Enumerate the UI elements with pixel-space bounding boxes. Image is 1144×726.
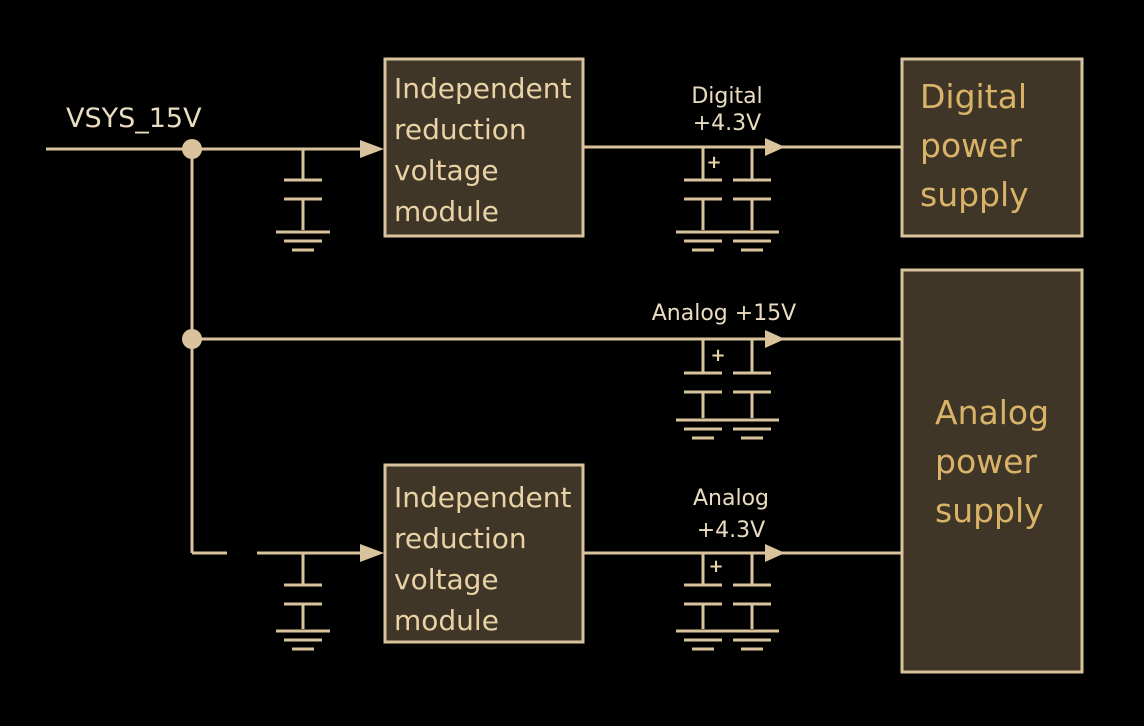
- arrow-digital-rail: [765, 138, 785, 156]
- top-regulator-line-1: Independent: [394, 72, 571, 105]
- digital-supply-line-3: supply: [920, 175, 1029, 214]
- bottom-regulator-box: [383, 463, 585, 644]
- analog-supply-box: [900, 268, 1084, 674]
- top-regulator-line-2: reduction: [394, 113, 527, 146]
- analog43-rail-label-2: +4.3V: [697, 518, 765, 543]
- analog15-rail-capacitors: [676, 339, 779, 440]
- analog-supply-line-1: Analog: [935, 393, 1049, 432]
- input-capacitor-top: [276, 149, 330, 252]
- arrow-to-top-regulator: [360, 140, 384, 158]
- digital-rail-label-1: Digital: [691, 84, 762, 109]
- bottom-regulator-line-1: Independent: [394, 481, 571, 514]
- bottom-regulator-line-2: reduction: [394, 522, 527, 555]
- arrow-analog43-rail: [765, 544, 785, 562]
- analog43-rail-capacitors: [676, 553, 779, 651]
- digital-supply-box: [900, 57, 1084, 238]
- analog-supply-line-3: supply: [935, 491, 1044, 530]
- digital-rail-capacitors: [676, 147, 779, 252]
- analog43-cap-polarity: +: [708, 556, 723, 577]
- bottom-regulator-line-4: module: [394, 604, 499, 637]
- digital-cap-polarity: +: [706, 152, 721, 173]
- top-regulator-line-3: voltage: [394, 154, 499, 187]
- analog15-cap-polarity: +: [710, 345, 725, 366]
- arrow-to-bottom-regulator: [360, 544, 384, 562]
- bottom-regulator-line-3: voltage: [394, 563, 499, 596]
- digital-rail-label-2: +4.3V: [693, 111, 761, 136]
- top-regulator-line-4: module: [394, 195, 499, 228]
- arrow-analog15-rail: [765, 330, 785, 348]
- input-capacitor-bottom: [276, 553, 330, 651]
- analog15-rail-label: Analog +15V: [652, 301, 796, 326]
- analog-supply-line-2: power: [935, 442, 1037, 481]
- top-regulator-box: [383, 57, 585, 238]
- input-label: VSYS_15V: [66, 103, 202, 134]
- digital-supply-line-1: Digital: [920, 77, 1027, 116]
- digital-supply-line-2: power: [920, 126, 1022, 165]
- analog43-rail-label-1: Analog: [693, 486, 769, 511]
